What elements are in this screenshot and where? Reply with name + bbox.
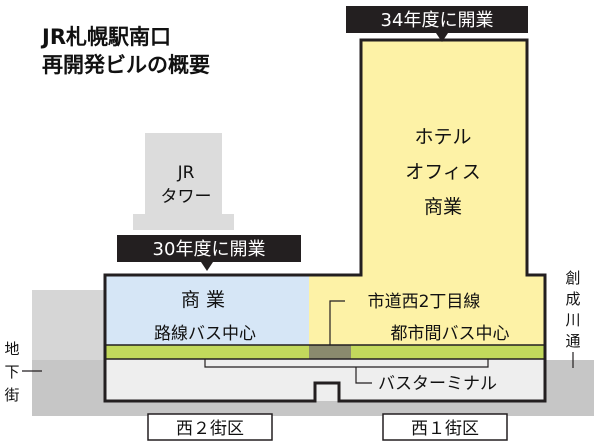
title-line-2: 再開発ビルの概要 (42, 53, 210, 77)
chikagai-char-2: 下 (4, 363, 19, 381)
badge-east-pointer (436, 33, 448, 42)
east-tower-office: オフィス (405, 161, 481, 183)
district-east-box (382, 413, 508, 441)
underground-level (105, 359, 545, 401)
west-bus-center-label: 路線バス中心 (154, 324, 256, 344)
west-commerce-area (105, 275, 309, 345)
bus-terminal-bracket (204, 359, 489, 368)
chikagai-char-3: 街 (4, 386, 19, 404)
bus-terminal-leader (355, 367, 372, 384)
east-building (309, 40, 545, 345)
east-bus-center-label: 都市間バス中心 (391, 324, 510, 344)
chikagai-char-1: 地 (4, 340, 19, 358)
sosei-char-4: 通 (565, 332, 580, 350)
jr-tower-label-1: JR (177, 163, 195, 183)
badge-west-label: 30年度に開業 (153, 239, 266, 260)
badge-east-box (346, 6, 528, 33)
road-leader-line (329, 300, 345, 345)
road-name-label: 市道西2丁目線 (368, 292, 481, 312)
district-west-label: 西２街区 (176, 419, 244, 439)
district-east-label: 西１街区 (411, 419, 479, 439)
sosei-char-2: 成 (565, 290, 580, 308)
west-commerce-label: 商 業 (181, 289, 225, 311)
sosei-char-1: 創 (565, 269, 580, 287)
sosei-char-3: 川 (565, 311, 580, 329)
jr-tower (133, 133, 234, 230)
district-west-box (147, 413, 273, 441)
badge-west-pointer (201, 262, 213, 271)
title-line-1: JR札幌駅南口 (40, 25, 171, 49)
road-marker (309, 345, 351, 359)
bus-terminal-label: バスターミナル (378, 374, 497, 394)
east-tower-commerce: 商業 (424, 196, 462, 218)
jr-tower-label-2: タワー (161, 187, 212, 207)
badge-west-box (117, 235, 301, 262)
building-outline (103, 38, 547, 403)
east-tower-hotel: ホテル (414, 126, 471, 148)
badge-east-label: 34年度に開業 (381, 10, 494, 31)
